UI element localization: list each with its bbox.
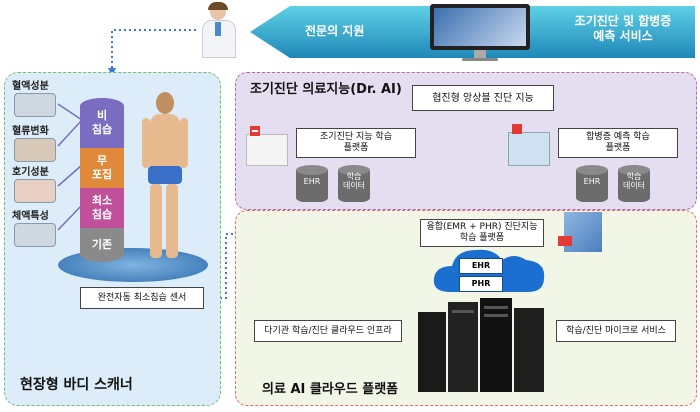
server-rack-icon [418,298,546,394]
sensor-label-blood: 혈액성분 [12,81,49,92]
person-figure [134,92,194,264]
banner-left-label: 전문의 지원 [305,24,365,38]
sensor-box: 완전자동 최소침습 센서 [80,287,204,309]
blood-sensor-device-icon [14,93,56,117]
body-scanner-title: 현장형 바디 스캐너 [20,377,133,393]
building-icon [558,212,606,252]
ensemble-diagnosis-box: 협진형 앙상블 진단 지능 [412,85,554,111]
database-icons-right [576,165,650,202]
monitor-icon [430,4,530,62]
cloud-panel-title: 의료 AI 클라우드 플랫폼 [262,382,399,397]
cloud-label-ehr: EHR [459,258,503,274]
bodyfluid-sensor-device-icon [14,223,56,247]
bloodflow-sensor-device-icon [14,138,56,162]
cloud-label-phr: PHR [459,276,503,292]
complication-prediction-platform-box: 합병증 예측 학습 플랫폼 [558,128,678,158]
early-diagnosis-platform-box: 조기진단 지능 학습 플랫폼 [296,128,416,158]
segment-noninvasive: 비 침습 [80,98,124,148]
sensor-label-breath: 호기성분 [12,167,49,178]
banner-right-label: 조기진단 및 합병증 예측 서비스 [574,14,672,43]
segment-nocollection: 무 포집 [80,148,124,188]
hospital-icon [246,124,288,166]
micro-service-box: 학습/진단 마이크로 서비스 [556,320,676,342]
database-icons-left [296,165,370,202]
db-label-data-1: 학습 데이터 [342,172,366,190]
sensor-arrows [57,103,83,231]
ai-panel-title: 조기진단 의료지능(Dr. AI) [250,82,402,97]
sensor-label-bloodflow: 혈류변화 [12,126,49,137]
breath-sensor-device-icon [14,179,56,203]
hospital-icon-2 [508,124,550,166]
segment-minimal-invasive: 최소 침습 [80,188,124,228]
doctor-icon [198,2,238,58]
db-label-ehr-1: EHR [303,177,321,186]
segment-conventional: 기존 [80,228,124,262]
fusion-diagnosis-platform-box: 융합(EMR + PHR) 진단지능 학습 플랫폼 [420,219,544,247]
sensor-label-bodyfluid: 체액특성 [12,211,49,222]
multi-institution-cloud-infra-box: 다기관 학습/진단 클라우드 인프라 [254,320,402,342]
db-label-ehr-2: EHR [583,177,601,186]
db-label-data-2: 학습 데이터 [622,172,646,190]
